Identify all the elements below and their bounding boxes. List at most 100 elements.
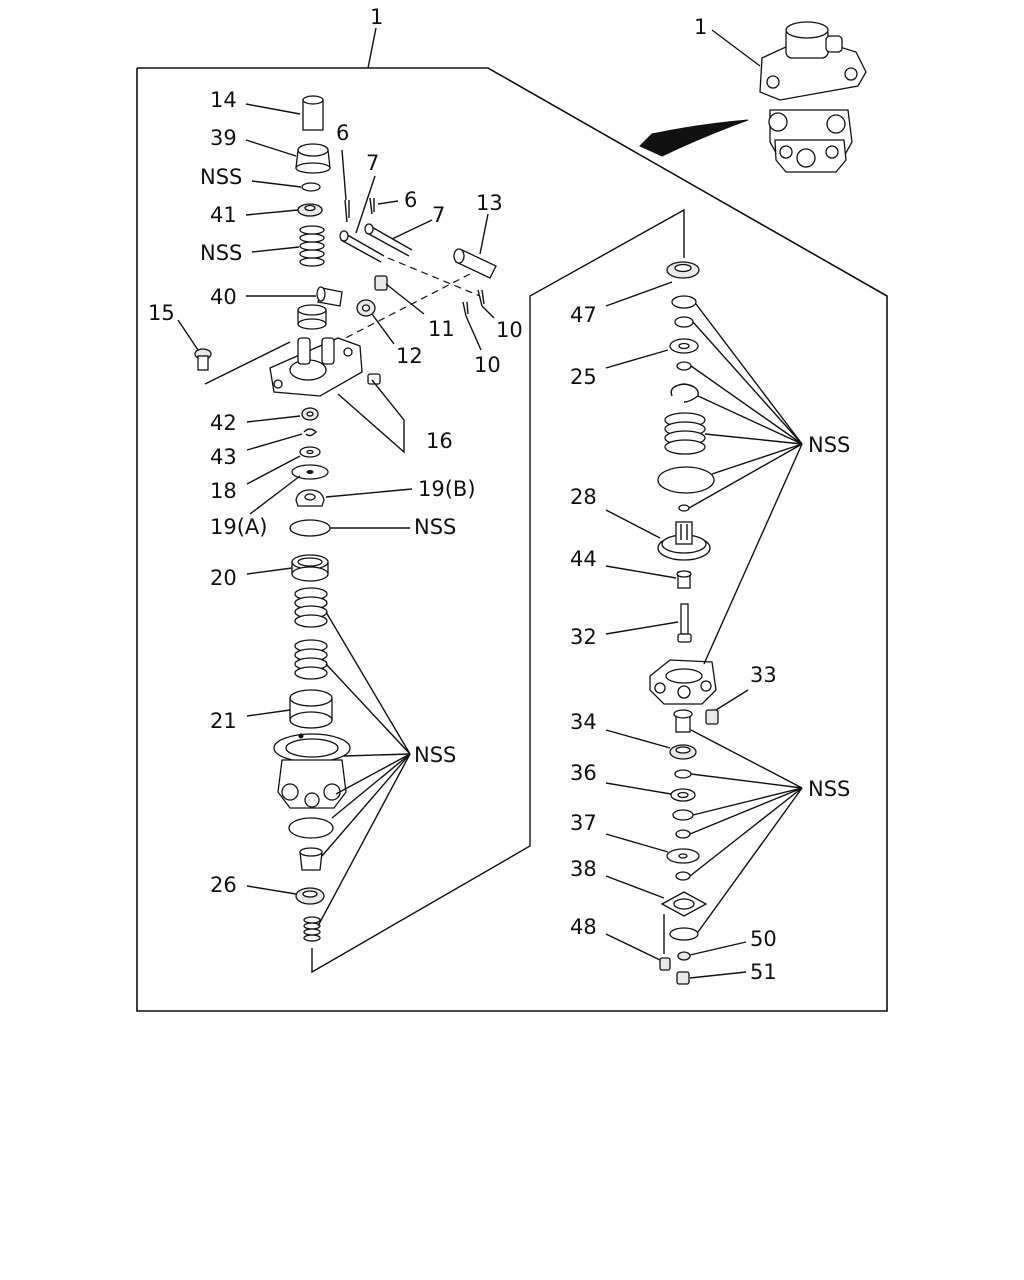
part-38-cover: [660, 891, 708, 917]
leader-42: [246, 415, 301, 423]
part-34-seal: [669, 744, 697, 760]
section-divider: [311, 208, 685, 974]
label-6b: 6: [404, 188, 417, 212]
leader-19b: [325, 488, 413, 498]
label-nss-c: NSS: [414, 515, 456, 539]
part-lower-body: [273, 733, 351, 809]
leader-10a: [481, 305, 495, 319]
label-28: 28: [570, 485, 597, 509]
part-nss-gasket: [669, 927, 699, 941]
leader-36: [605, 782, 672, 795]
part-40-bushing: [316, 286, 343, 307]
label-39: 39: [210, 126, 237, 150]
label-nss-f: NSS: [808, 777, 850, 801]
part-7-pin-a: [339, 230, 385, 263]
part-nss-ring-r1: [671, 295, 697, 309]
label-37: 37: [570, 811, 597, 835]
part-47-seal: [666, 261, 700, 279]
label-20: 20: [210, 566, 237, 590]
leader-nss-a: [251, 180, 302, 188]
leader-20: [246, 567, 293, 575]
label-inset-assembly: 1: [694, 15, 707, 39]
leader-nss-b: [251, 246, 300, 253]
part-36-washer: [670, 788, 696, 802]
part-valve-guide: [297, 304, 327, 330]
label-nss-e: NSS: [808, 433, 850, 457]
leader-47: [605, 281, 673, 307]
label-nss-b: NSS: [200, 241, 242, 265]
leader-48: [605, 933, 661, 961]
part-32-bolt: [677, 603, 692, 643]
leader-19a: [249, 475, 301, 515]
part-plunger: [673, 709, 693, 733]
bolt-15-alignment: [204, 341, 291, 385]
label-14: 14: [210, 88, 237, 112]
part-nss-spring-1: [294, 587, 328, 628]
label-43: 43: [210, 445, 237, 469]
leader-6a: [341, 149, 347, 201]
label-6a: 6: [336, 121, 349, 145]
leaders-nss-e: [688, 303, 803, 665]
view-direction-arrow: [639, 119, 749, 157]
pin-axis-dashed-1: [387, 257, 481, 297]
part-28-piston: [657, 521, 711, 561]
leader-32: [605, 621, 679, 635]
part-valve-stem: [299, 847, 323, 871]
part-12-nut: [356, 299, 376, 317]
label-21: 21: [210, 709, 237, 733]
label-36: 36: [570, 761, 597, 785]
leader-7a: [355, 175, 376, 234]
part-51-plug: [676, 971, 690, 985]
part-37-washer: [666, 848, 700, 864]
label-10b: 10: [474, 353, 501, 377]
part-nss-ring-r2: [674, 316, 694, 328]
part-42-nut: [301, 407, 319, 421]
inset-label-leader: [711, 29, 761, 67]
label-12: 12: [396, 344, 423, 368]
label-44: 44: [570, 547, 597, 571]
leader-25: [605, 349, 669, 369]
label-19b: 19(B): [418, 477, 476, 501]
part-18-washer: [299, 446, 321, 458]
part-16-upper-body: [269, 337, 381, 397]
label-48: 48: [570, 915, 597, 939]
part-nss-ring-r3: [676, 361, 692, 371]
part-13-roller: [453, 248, 497, 279]
leader-6b: [377, 200, 399, 205]
part-7-pin-b: [364, 223, 413, 257]
leader-51: [689, 971, 747, 979]
part-50-washer: [677, 951, 691, 961]
label-40: 40: [210, 285, 237, 309]
part-nss-o-ring-lower: [288, 817, 334, 839]
part-nss-spring-r: [664, 412, 706, 455]
part-nss-ring-r6: [675, 829, 691, 839]
label-7a: 7: [366, 151, 379, 175]
part-33-bolt: [705, 709, 719, 725]
assembly-inset-illustration: [759, 21, 867, 173]
leader-34: [605, 729, 671, 749]
label-50: 50: [750, 927, 777, 951]
label-15: 15: [148, 301, 175, 325]
leader-44: [605, 565, 677, 579]
leader-14: [245, 103, 301, 115]
leader-11: [385, 283, 425, 315]
main-label-leader: [367, 27, 377, 69]
part-lower-housing-right: [649, 659, 717, 705]
part-nss-large-o-ring: [657, 466, 715, 494]
part-11-bolt: [374, 275, 388, 291]
part-10-cotter-pin-b: [462, 301, 469, 317]
label-41: 41: [210, 203, 237, 227]
label-51: 51: [750, 960, 777, 984]
leader-28: [605, 509, 661, 539]
part-nss-ring-r5: [672, 809, 694, 821]
label-42: 42: [210, 411, 237, 435]
part-6-cotter-pin-a: [344, 199, 350, 223]
label-16: 16: [426, 429, 453, 453]
leader-10b: [465, 315, 482, 351]
leaders-nss-d: [317, 611, 411, 927]
label-18: 18: [210, 479, 237, 503]
part-10-cotter-pin-a: [477, 289, 485, 307]
label-13: 13: [476, 191, 503, 215]
part-25-washer: [669, 338, 699, 354]
